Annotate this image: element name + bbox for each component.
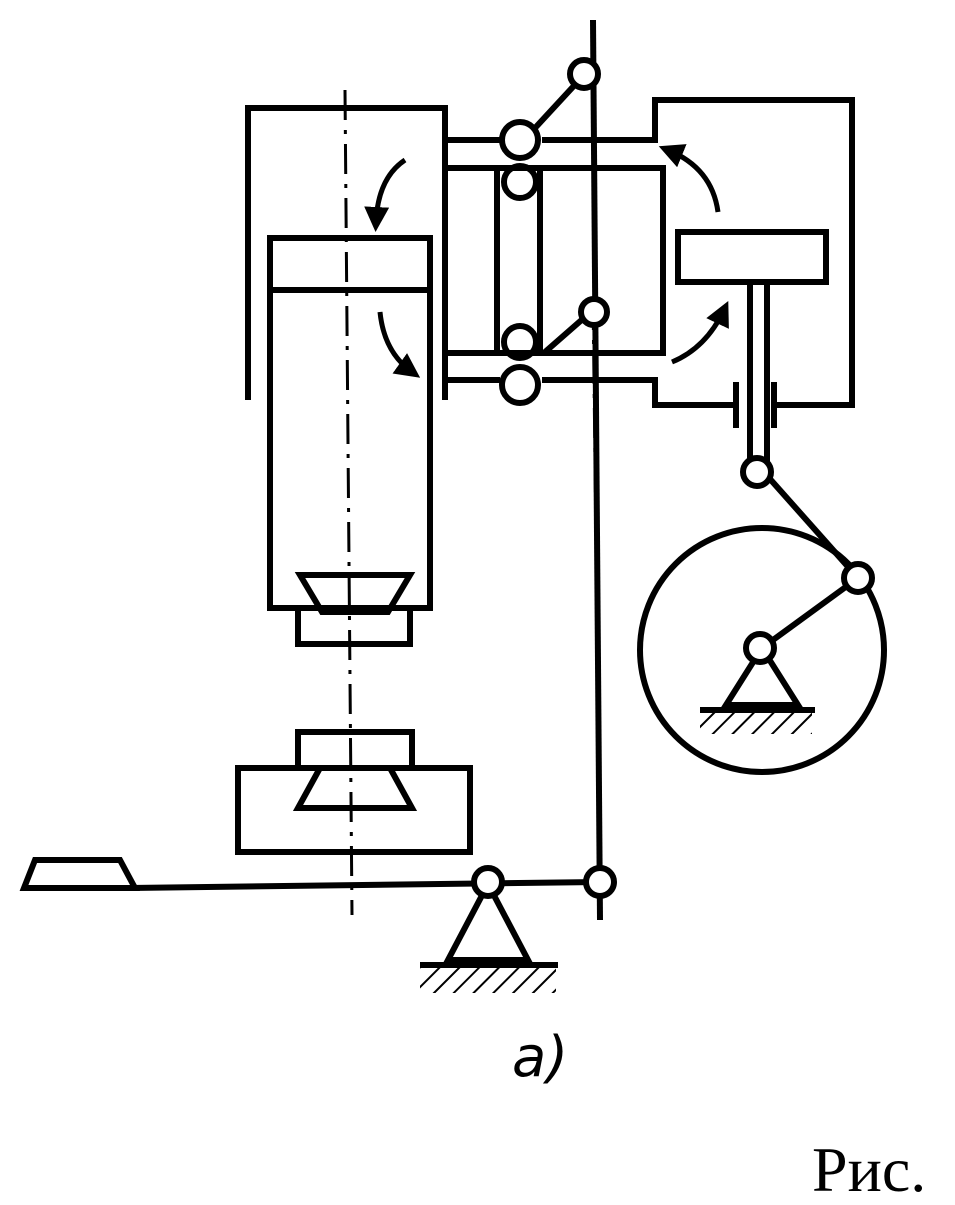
- figure-caption: Рис.: [812, 1134, 927, 1205]
- piston-rod: [747, 282, 770, 470]
- fulcrum-ground-hatch: [420, 967, 556, 993]
- pedal-lever: [129, 879, 601, 891]
- crank-ground-hatch: [700, 712, 812, 734]
- connecting-rod: [759, 468, 861, 580]
- subfigure-label: a): [512, 1025, 569, 1090]
- foot-pedal: [19, 857, 141, 891]
- crank-support: [720, 642, 804, 708]
- pivot-crank-center: [743, 631, 777, 665]
- flow-arrows: [364, 144, 729, 378]
- crank-disk: [637, 525, 887, 775]
- upper-die: [294, 572, 416, 615]
- pivot-top: [567, 57, 601, 91]
- rod-seal: [733, 382, 777, 428]
- crank-arm: [760, 575, 860, 651]
- lower-die: [235, 729, 473, 855]
- pedal-fulcrum: [443, 877, 533, 963]
- pivot-lever-end: [583, 865, 617, 899]
- ram-piston: [267, 235, 433, 647]
- pivot-valve: [578, 296, 610, 328]
- centerlines: [343, 89, 602, 916]
- valve-balls: [499, 119, 541, 406]
- pivot-fulcrum: [471, 865, 505, 899]
- pivot-crank-pin: [841, 561, 875, 595]
- pivot-rod-end: [740, 455, 774, 489]
- power-piston: [675, 229, 829, 285]
